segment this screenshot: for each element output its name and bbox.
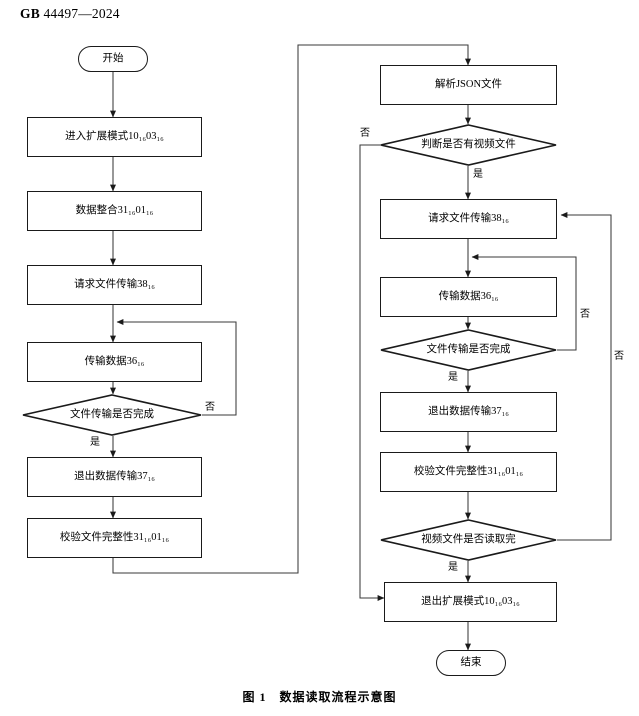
node-start: 开始 [78,46,148,72]
node-start-label: 开始 [102,53,124,65]
edge-label-left-yes: 是 [90,437,100,448]
node-exit-data-transfer: 退出数据传输37₁₆ [27,457,202,497]
edge-label-right-no-video: 否 [360,128,370,139]
node-request-file-transfer-label: 请求文件传输38₁₆ [74,279,155,291]
node-parse-json-file-label: 解析JSON文件 [434,79,503,91]
node-has-video-file: 判断是否有视频文件 [380,124,557,166]
node-request-file-transfer-2: 请求文件传输38₁₆ [380,199,557,239]
node-verify-file-integrity-label: 校验文件完整性31₁₆01₁₆ [59,532,170,544]
node-request-file-transfer-2-label: 请求文件传输38₁₆ [428,213,509,225]
edge-label-right-yes-readall: 是 [448,562,458,573]
standard-prefix: GB [20,6,40,21]
node-exit-data-transfer-2-label: 退出数据传输37₁₆ [428,406,509,418]
node-exit-extended-mode: 退出扩展模式10₁₆03₁₆ [384,582,557,622]
node-exit-extended-mode-label: 退出扩展模式10₁₆03₁₆ [421,596,520,608]
node-enter-extended-mode-label: 进入扩展模式10₁₆03₁₆ [65,131,164,143]
edge-label-left-no: 否 [205,402,215,413]
node-exit-data-transfer-label: 退出数据传输37₁₆ [74,471,155,483]
node-transfer-data-label: 传输数据36₁₆ [84,356,145,368]
edge-label-right-yes-transfer: 是 [448,372,458,383]
document-header: GB 44497—2024 [20,6,120,22]
node-end-label: 结束 [460,657,482,669]
node-file-transfer-done-label: 文件传输是否完成 [70,409,154,421]
node-data-integration: 数据整合31₁₆01₁₆ [27,191,202,231]
node-file-transfer-done-2: 文件传输是否完成 [380,329,557,371]
node-verify-file-integrity-2: 校验文件完整性31₁₆01₁₆ [380,452,557,492]
node-transfer-data-2-label: 传输数据36₁₆ [438,291,499,303]
node-transfer-data-2: 传输数据36₁₆ [380,277,557,317]
node-end: 结束 [436,650,506,676]
node-verify-file-integrity-2-label: 校验文件完整性31₁₆01₁₆ [413,466,524,478]
node-video-files-read-done-label: 视频文件是否读取完 [421,534,516,546]
node-transfer-data: 传输数据36₁₆ [27,342,202,382]
node-data-integration-label: 数据整合31₁₆01₁₆ [75,205,154,217]
node-file-transfer-done-2-label: 文件传输是否完成 [426,344,511,356]
edge-label-right-no-readall: 否 [614,351,624,362]
edge-label-right-no-transfer: 否 [580,309,590,320]
node-exit-data-transfer-2: 退出数据传输37₁₆ [380,392,557,432]
node-request-file-transfer: 请求文件传输38₁₆ [27,265,202,305]
node-file-transfer-done: 文件传输是否完成 [22,394,202,436]
node-verify-file-integrity: 校验文件完整性31₁₆01₁₆ [27,518,202,558]
standard-number: 44497—2024 [43,6,120,21]
figure-caption: 图 1 数据读取流程示意图 [242,690,397,704]
node-enter-extended-mode: 进入扩展模式10₁₆03₁₆ [27,117,202,157]
node-has-video-file-label: 判断是否有视频文件 [421,139,516,151]
node-parse-json-file: 解析JSON文件 [380,65,557,105]
node-video-files-read-done: 视频文件是否读取完 [380,519,557,561]
edge-label-right-yes-video: 是 [473,169,483,180]
